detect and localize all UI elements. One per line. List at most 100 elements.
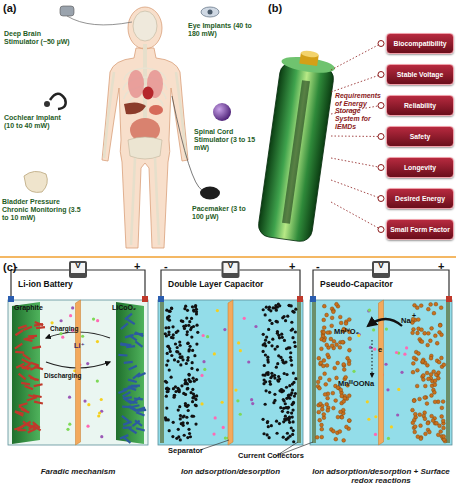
electrolyte-ion — [224, 436, 227, 439]
graphite-flake — [18, 402, 27, 407]
electrode-particle — [419, 424, 423, 428]
electrode-particle — [326, 331, 330, 335]
electrode-particle — [317, 410, 321, 414]
requirement-leaders — [331, 44, 381, 230]
leader-dot — [378, 196, 384, 202]
electrode-particle — [338, 345, 342, 349]
leader-line — [331, 202, 381, 230]
heart — [143, 87, 154, 100]
electrode-particle — [338, 430, 342, 434]
electrode-particle — [432, 311, 436, 315]
electrode-particle — [191, 361, 194, 364]
graphite-flake — [34, 401, 43, 405]
cathode-flake — [123, 436, 131, 443]
leader-dot — [378, 103, 384, 109]
electrode-particle — [265, 306, 268, 309]
cathode-flake — [120, 322, 128, 329]
electrode-particle — [411, 331, 415, 335]
electrode-particle — [186, 421, 189, 424]
graphite-flake — [30, 361, 39, 366]
electrode-particle — [440, 415, 444, 419]
electrode-particle — [183, 307, 186, 310]
electrode-particle — [428, 430, 432, 434]
voltmeter-symbol: V — [69, 262, 87, 271]
electrode-particle — [191, 349, 194, 352]
pacemaker-icon — [200, 187, 220, 200]
electrode-particle — [290, 363, 293, 366]
electrode-particle — [270, 424, 273, 427]
electrolyte-ion — [368, 309, 371, 312]
eye-implant-lens — [208, 10, 213, 15]
electrolyte-ion — [222, 426, 225, 429]
electrode-particle — [192, 309, 195, 312]
electrode-particle — [433, 400, 437, 404]
electrode-particle — [436, 433, 440, 437]
electrode-particle — [271, 338, 274, 341]
electrode-particle — [172, 333, 175, 336]
graphite-flake — [28, 335, 37, 338]
electrode-particle — [188, 373, 191, 376]
electrolyte-ion — [50, 321, 53, 324]
graphite-flake — [30, 377, 39, 381]
implant-label: Deep Brain Stimulator (~50 µW) — [4, 30, 76, 46]
electrode-particle — [179, 344, 182, 347]
electrode-particle — [166, 316, 169, 319]
electrode-particle — [339, 410, 343, 414]
electrode-particle — [177, 428, 180, 431]
cell-title: Double Layer Capacitor — [168, 279, 263, 289]
requirement-label: Desired Energy — [395, 195, 445, 202]
electrode-particle — [180, 355, 183, 358]
current-collector — [312, 302, 316, 443]
electrode-particle — [341, 340, 345, 344]
electrode-particle — [188, 432, 191, 435]
electrode-particle — [177, 435, 180, 438]
process-label: Charging — [50, 325, 79, 332]
requirement-label: Small Form Factor — [390, 226, 450, 233]
electrode-particle — [294, 308, 297, 311]
electrode-particle — [276, 379, 279, 382]
electrode-particle — [192, 325, 195, 328]
electrolyte-ion — [251, 402, 254, 405]
implant-label: Bladder Pressure Chronic Monitoring (3.5… — [2, 198, 84, 221]
electrode-particle — [438, 323, 442, 327]
electrode-particle — [322, 339, 326, 343]
electrode-particle — [418, 413, 422, 417]
electrolyte-ion — [400, 371, 403, 374]
chemical-label: MnᴵᴵᴵOONa — [338, 380, 374, 388]
cathode-flake — [126, 399, 135, 404]
electrode-particle — [283, 399, 286, 402]
electrode-particle — [348, 337, 352, 341]
electrode-particle — [429, 356, 433, 360]
graphite-flake — [23, 338, 32, 342]
battery-cap-top — [300, 50, 319, 58]
electrode-particle — [173, 394, 176, 397]
requirement-label: Biocompatibility — [394, 40, 447, 47]
graphite-flake — [15, 351, 24, 354]
electrode-particle — [185, 405, 188, 408]
electrolyte-ion — [200, 402, 203, 405]
electrode-particle — [345, 425, 349, 429]
leader-dot — [378, 134, 384, 140]
requirement-label: Stable Voltage — [397, 71, 443, 78]
electrolyte-ion — [214, 416, 217, 419]
electrode-particle — [294, 345, 297, 348]
requirement-box: Safety — [386, 126, 454, 147]
positive-terminal — [297, 296, 303, 302]
electrode-particle — [317, 356, 321, 360]
electrode-particle — [184, 324, 187, 327]
electrode-particle — [187, 324, 190, 327]
electrode-particle — [429, 303, 433, 307]
electrode-particle — [326, 353, 330, 357]
electrode-particle — [338, 315, 342, 319]
electrode-label: LiCoO₂ — [112, 304, 136, 312]
electrode-particle — [190, 391, 193, 394]
electrode-particle — [282, 315, 285, 318]
electrode-particle — [323, 393, 327, 397]
electrode-particle — [195, 343, 198, 346]
electrode-particle — [169, 350, 172, 353]
electrode-particle — [288, 435, 291, 438]
terminal-sign: - — [316, 260, 320, 272]
electrode-particle — [167, 326, 170, 329]
electrode-particle — [176, 387, 179, 390]
electrode-particle — [284, 361, 287, 364]
